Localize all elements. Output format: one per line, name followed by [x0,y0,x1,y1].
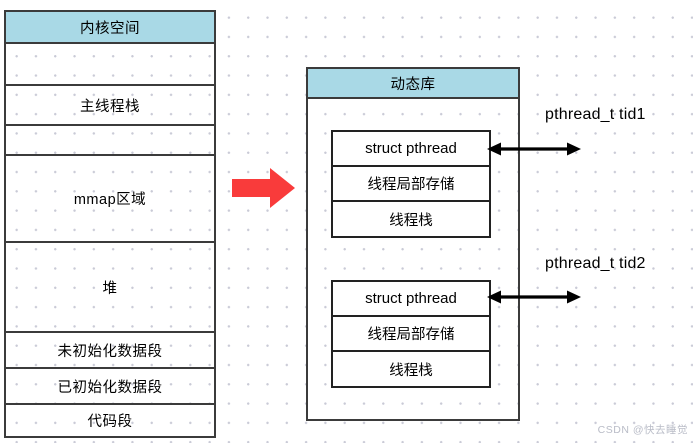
dynamic-library-header: 动态库 [306,67,520,99]
segment-text: 代码段 [4,403,216,438]
thread-block-1: struct pthread 线程局部存储 线程栈 [331,130,491,238]
red-right-arrow [232,167,296,209]
thread-1-tls: 线程局部存储 [331,165,491,202]
thread-block-2: struct pthread 线程局部存储 线程栈 [331,280,491,388]
thread-1-struct-pthread: struct pthread [331,130,491,167]
segment-heap: 堆 [4,241,216,333]
segment-mmap-region: mmap区域 [4,154,216,243]
tid2-link-arrow [486,286,582,308]
segment-data: 已初始化数据段 [4,367,216,405]
tid1-label: pthread_t tid1 [545,106,646,123]
segment-gap-above-mmap [4,124,216,156]
segment-main-thread-stack: 主线程栈 [4,84,216,126]
dynamic-library-body [306,97,520,421]
thread-2-stack: 线程栈 [331,350,491,388]
thread-1-stack: 线程栈 [331,200,491,238]
dynamic-library-box: 动态库 struct pthread 线程局部存储 线程栈 struct pth… [306,67,520,421]
thread-2-tls: 线程局部存储 [331,315,491,352]
tid2-label: pthread_t tid2 [545,255,646,272]
process-memory-layout: 内核空间 主线程栈 mmap区域 堆 未初始化数据段 已初始化数据段 代码段 [4,10,216,438]
segment-gap-above-main-stack [4,42,216,86]
thread-2-struct-pthread: struct pthread [331,280,491,317]
tid1-link-arrow [486,138,582,160]
csdn-watermark: CSDN @快去睡觉 [597,424,688,436]
segment-bss: 未初始化数据段 [4,331,216,369]
segment-kernel-space: 内核空间 [4,10,216,44]
